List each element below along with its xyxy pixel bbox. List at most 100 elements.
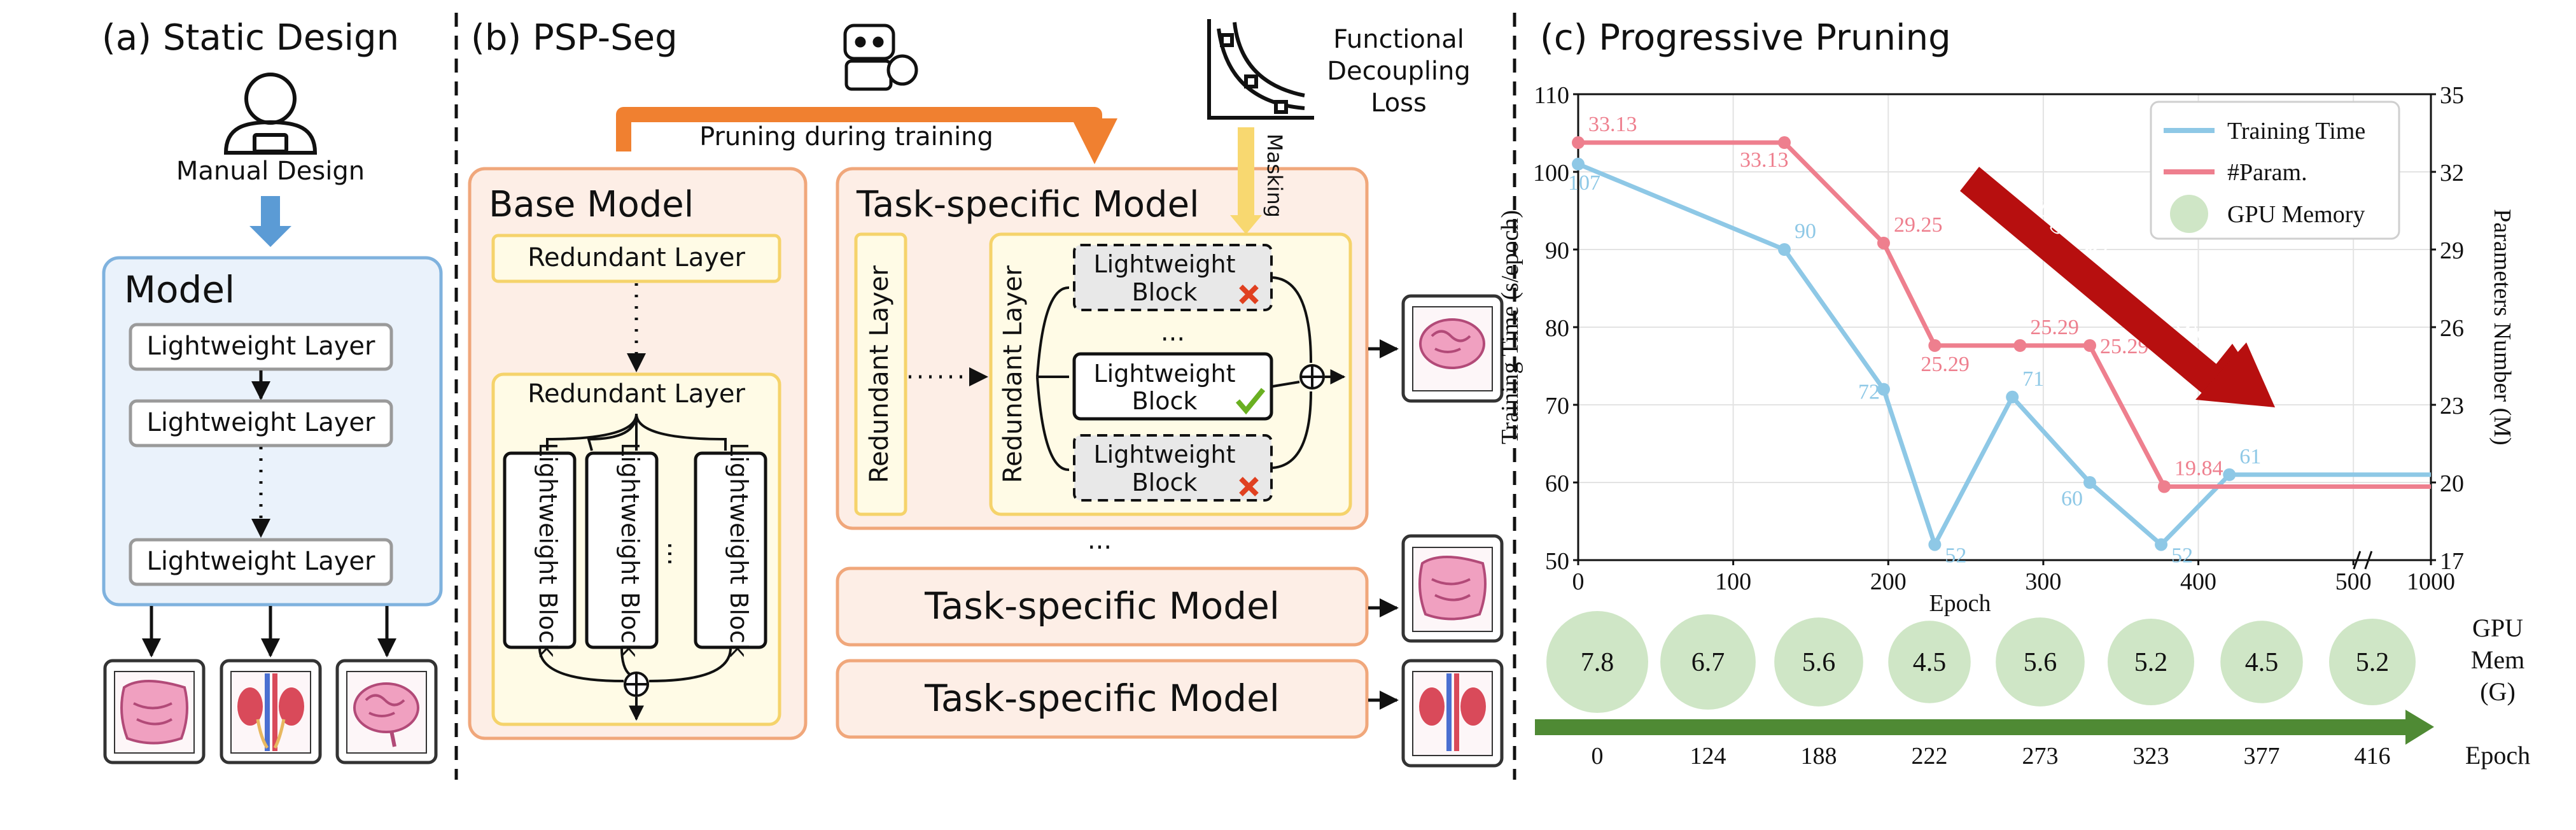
layer-box-1 xyxy=(129,323,393,371)
intestine-icon xyxy=(1401,534,1504,643)
gpu-circle xyxy=(1774,617,1863,707)
data-label: 72 xyxy=(1858,381,1880,404)
y2-tick-label: 17 xyxy=(2440,548,2464,575)
task-block-1-line1: Lightweight xyxy=(1094,250,1236,278)
y2-tick-label: 32 xyxy=(2440,160,2464,186)
layer-box-3 xyxy=(129,538,393,586)
blue-down-arrow-icon xyxy=(249,196,291,247)
data-point xyxy=(1778,136,1791,150)
y2-axis-label: Parameters Number (M) xyxy=(2489,209,2516,445)
base-ellipsis: ... xyxy=(662,542,691,566)
x-axis-label: Epoch xyxy=(1929,590,1991,617)
epoch-row-label: Epoch xyxy=(2465,741,2530,770)
task-block-2-line1: Lightweight xyxy=(1094,360,1236,388)
kidney-icon xyxy=(1401,659,1504,768)
panel-b-title: (b) PSP-Seg xyxy=(471,17,678,59)
gpu-memory-row: 7.806.71245.61884.52225.62735.23234.5377… xyxy=(1546,611,2416,770)
panel-a: (a) Static Design Manual Design Model Li… xyxy=(102,17,443,764)
x-tick-label: 400 xyxy=(2180,568,2216,595)
base-inner-layer-label: Redundant Layer xyxy=(528,379,745,409)
data-point xyxy=(2223,468,2236,481)
y-tick-label: 50 xyxy=(1545,548,1569,575)
data-label: 25.29 xyxy=(2030,316,2079,339)
task-model-3-label: Task-specific Model xyxy=(924,677,1280,720)
chart-legend: Training Time #Param. GPU Memory xyxy=(2150,101,2400,240)
data-point xyxy=(2083,339,2096,352)
gpu-value: 5.2 xyxy=(2134,648,2168,677)
legend-param-label: #Param. xyxy=(2227,159,2307,186)
base-model-title: Base Model xyxy=(489,184,694,225)
robot-icon xyxy=(843,24,918,91)
task-model-2-label: Task-specific Model xyxy=(924,584,1280,628)
gpu-value: 7.8 xyxy=(1581,648,1614,677)
task-block-2-line2: Block xyxy=(1132,387,1198,415)
gpu-value: 5.6 xyxy=(2024,648,2057,677)
task-layer xyxy=(854,232,907,516)
cross-icon xyxy=(1239,477,1259,496)
gpu-circle xyxy=(2220,621,2303,703)
x-tick-label: 200 xyxy=(1870,568,1907,595)
model-title: Model xyxy=(124,268,235,311)
data-label: 52 xyxy=(2171,544,2193,568)
base-block-2: Lightweight Block xyxy=(585,442,659,658)
loss-label-1: Functional xyxy=(1333,25,1464,54)
loss-label-2: Decoupling xyxy=(1327,57,1471,86)
y2-tick-label: 29 xyxy=(2440,237,2464,264)
data-label: 33.13 xyxy=(1740,148,1789,172)
data-label: 107 xyxy=(1568,171,1600,195)
check-icon xyxy=(1235,388,1266,415)
y-axis-label: Training Time (s/epoch) xyxy=(1497,210,1523,444)
task-ellipsis: ... xyxy=(1161,318,1185,347)
task-inner-layer-label: Redundant Layer xyxy=(998,265,1028,483)
between-ellipsis: ... xyxy=(1088,526,1112,555)
data-label: 29.25 xyxy=(1894,213,1943,237)
data-point xyxy=(2155,538,2168,551)
gpu-epoch: 377 xyxy=(2244,743,2280,770)
data-label: 71 xyxy=(2022,367,2044,391)
base-sum-icon xyxy=(624,672,649,697)
gpu-value: 5.2 xyxy=(2356,648,2390,677)
y2-tick-label: 35 xyxy=(2440,82,2464,109)
data-point xyxy=(2083,476,2096,489)
data-label: 60 xyxy=(2061,487,2083,510)
task-branch-lines xyxy=(1036,286,1070,472)
data-point xyxy=(2157,480,2171,493)
manual-design-label: Manual Design xyxy=(176,157,365,186)
task-merge-lines xyxy=(1272,276,1312,469)
axis-break-icon xyxy=(2353,551,2373,570)
data-label: 61 xyxy=(2239,445,2261,468)
gpu-value: 5.6 xyxy=(1802,648,1836,677)
base-block-2-label: Lightweight Block xyxy=(616,442,644,658)
y2-tick-label: 23 xyxy=(2440,393,2464,419)
base-block-1: Lightweight Block xyxy=(503,442,577,658)
gpu-circle xyxy=(1996,617,2085,707)
base-merge-lines xyxy=(538,647,732,682)
gpu-epoch: 0 xyxy=(1592,743,1604,770)
x-tick-label: 1000 xyxy=(2407,568,2455,595)
gpu-epoch: 188 xyxy=(1801,743,1837,770)
masking-label: Masking xyxy=(1263,134,1287,218)
gpu-epoch: 273 xyxy=(2022,743,2059,770)
y-tick-label: 60 xyxy=(1545,470,1569,497)
y2-tick-label: 26 xyxy=(2440,315,2464,342)
base-block-3-label: Lightweight Block xyxy=(725,442,753,658)
gpu-circle xyxy=(2329,619,2416,705)
task-block-1-line2: Block xyxy=(1132,278,1198,306)
data-label: 33.13 xyxy=(1588,113,1637,136)
gpu-epoch: 323 xyxy=(2133,743,2169,770)
data-point xyxy=(1928,538,1942,551)
kidney-icon xyxy=(220,659,322,764)
data-label: 52 xyxy=(1945,544,1966,568)
panel-b: (b) PSP-Seg Pruning during training Func… xyxy=(468,17,1504,768)
x-tick-label: 0 xyxy=(1572,568,1585,595)
legend-time-label: Training Time xyxy=(2227,118,2365,144)
gpu-circle xyxy=(2108,619,2194,705)
task-block-2: Lightweight Block xyxy=(1072,352,1273,421)
gpu-value: 4.5 xyxy=(1913,648,1947,677)
loss-label-3: Loss xyxy=(1371,88,1427,118)
pruning-label: Pruning during training xyxy=(699,122,993,151)
y-tick-label: 80 xyxy=(1545,315,1569,342)
person-icon xyxy=(223,73,318,155)
masking-arrow xyxy=(1238,127,1254,216)
x-tick-label: 500 xyxy=(2335,568,2372,595)
